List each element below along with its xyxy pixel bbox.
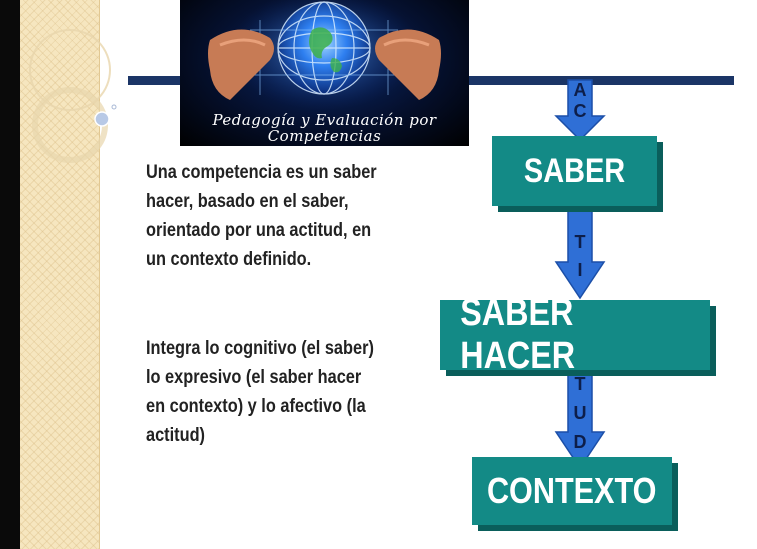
arrow-letter-i: I [577, 260, 583, 280]
definition-line: hacer, basado en el saber, [146, 191, 349, 212]
arrow-letter-d: D [573, 432, 587, 452]
definition-line: un contexto definido. [146, 249, 312, 270]
saber-box: SABER [492, 136, 657, 206]
arrow-letter-a: A [573, 80, 587, 100]
definition-line: orientado por una actitud, en [146, 220, 372, 241]
saber-label: SABER [523, 151, 626, 190]
arrow-middle [554, 207, 606, 300]
definition-line: Una competencia es un saber [146, 162, 377, 183]
saber-hacer-box: SABER HACER [440, 292, 710, 377]
contexto-label: CONTEXTO [487, 470, 657, 511]
integration-line: Integra lo cognitivo (el saber) [146, 338, 374, 359]
integration-paragraph: Integra lo cognitivo (el saber) lo expre… [146, 334, 404, 450]
arrow-letter-t: T [574, 232, 586, 252]
definition-paragraph: Una competencia es un saber hacer, basad… [146, 158, 404, 274]
arrow-letter-u: U [573, 403, 587, 423]
logo-image: Pedagogía y Evaluación por Competencias [180, 0, 469, 146]
arrow-letter-t2: T [574, 374, 586, 394]
left-decorative-strip [20, 0, 100, 549]
saber-hacer-label: SABER HACER [460, 292, 576, 377]
contexto-box: CONTEXTO [472, 457, 672, 525]
integration-line: lo expresivo (el saber hacer [146, 367, 362, 388]
integration-line: en contexto) y lo afectivo (la [146, 396, 366, 417]
logo-title-line1: Pedagogía y Evaluación por [212, 111, 437, 129]
integration-line: actitud) [146, 425, 206, 446]
arrow-letter-c: C [573, 101, 587, 121]
left-black-border [0, 0, 20, 549]
logo-title-line2: Competencias [267, 127, 382, 145]
